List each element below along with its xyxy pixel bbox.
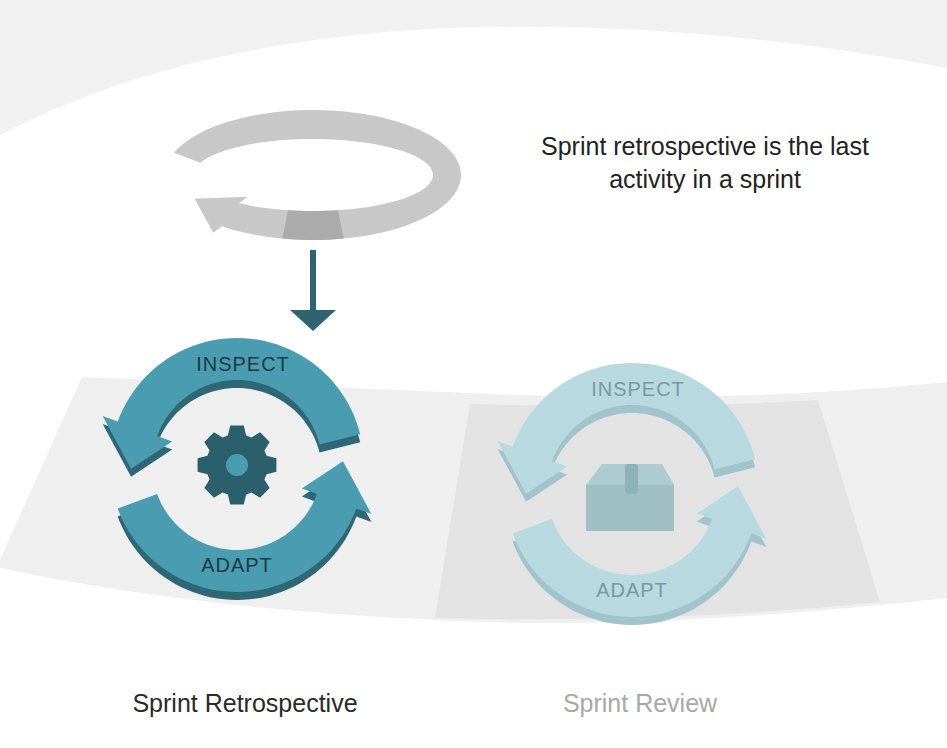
cycle-arrows bbox=[482, 351, 782, 726]
sprint-loop-segment bbox=[282, 210, 344, 240]
gear-hole bbox=[226, 454, 248, 476]
sprint-loop bbox=[174, 110, 461, 240]
event-heading: Sprint Retrospective bbox=[132, 689, 357, 718]
down-arrow bbox=[290, 250, 336, 331]
inspect-label: INSPECT bbox=[591, 378, 685, 401]
inspect-label: INSPECT bbox=[196, 353, 290, 376]
gear-icon bbox=[198, 426, 277, 505]
note-text: Sprint retrospective is the last activit… bbox=[525, 130, 885, 196]
down-arrow-head bbox=[290, 310, 336, 331]
adapt-label: ADAPT bbox=[596, 579, 668, 602]
inspect-arrow bbox=[498, 363, 756, 494]
inspect-adapt-cycle: INSPECT ADAPT Sprint Retrospective bbox=[87, 326, 387, 726]
adapt-label: ADAPT bbox=[201, 554, 273, 577]
box-tape bbox=[625, 464, 638, 494]
event-heading: Sprint Review bbox=[563, 689, 717, 718]
top-band bbox=[0, 0, 947, 135]
product-box bbox=[586, 464, 674, 531]
inspect-adapt-cycle: INSPECT ADAPT Sprint Review bbox=[482, 351, 782, 726]
cycle-arrows bbox=[87, 326, 387, 726]
down-arrow-shaft bbox=[310, 250, 316, 312]
review-panel bbox=[435, 400, 880, 619]
